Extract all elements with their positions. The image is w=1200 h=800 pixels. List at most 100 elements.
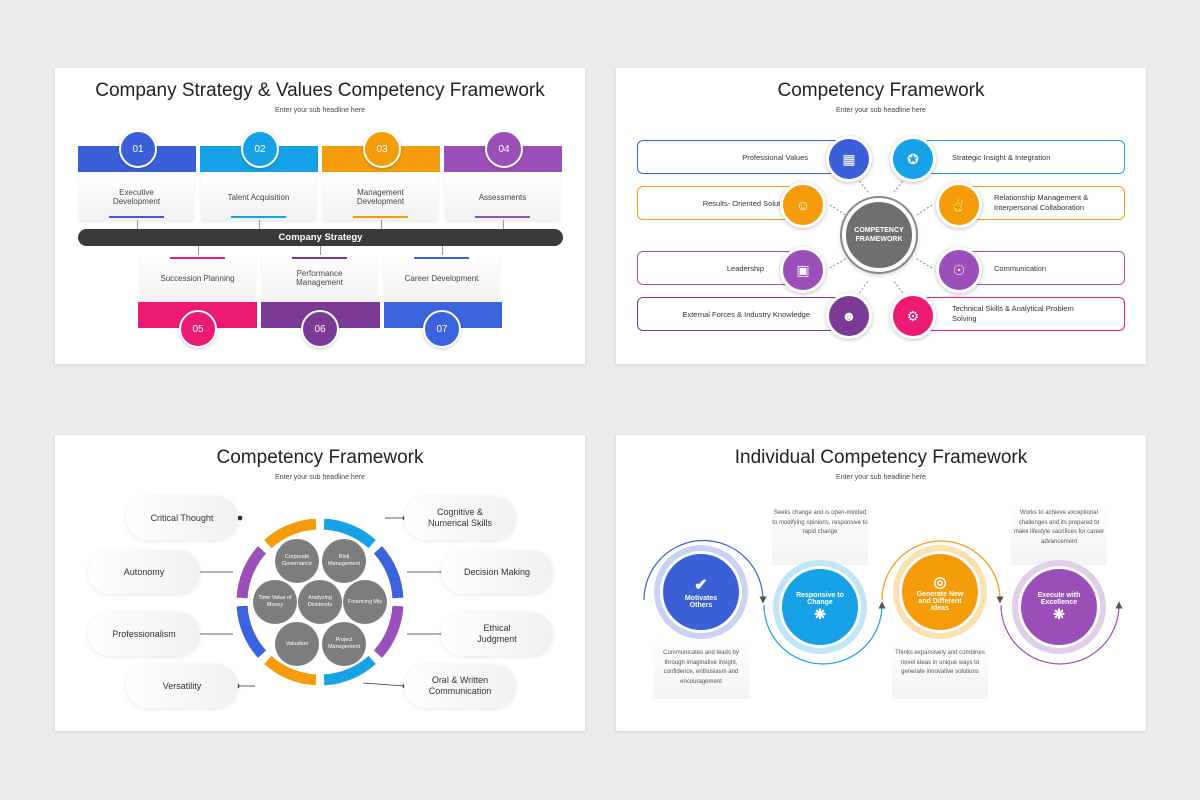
label-decision-making: Decision Making [441,550,553,594]
ring-and-connectors [194,515,446,689]
presentation-icon: ▣ [780,247,826,293]
label-professionalism: Professionalism [88,612,200,656]
slide-subtitle: Enter your sub headline here [275,107,365,114]
step-generate: ◎ Generate New and Different Ideas [899,551,981,633]
card-label: Performance Management [296,269,343,287]
card-talent-acquisition: Talent Acquisition [201,174,316,220]
item-label: Ethical Judgment [477,622,517,644]
fingerprint-icon: ✔ [694,577,708,594]
chart-icon: ▦ [826,136,872,182]
pill-external-forces: External Forces & Industry Knowledge [637,297,847,331]
step-label: Motivates Others [684,595,718,609]
step-responsive: Responsive to Change ❋ [779,566,861,648]
step-label: Responsive to Change [796,591,844,606]
step-label: Execute with Excellence [1037,591,1081,606]
circle-corporate-governance: Corporate Governance [275,539,319,583]
step-execute: Execute with Excellence ❋ [1018,566,1100,648]
slide-competency-framework-hub[interactable]: Competency Framework Enter your sub head… [616,68,1146,364]
desc-motivates: Communicates and leads by through imagin… [653,639,749,699]
ring-segment [323,518,376,549]
item-label: Versatility [162,681,202,691]
slide-title: Individual Competency Framework [734,447,1028,468]
item-label: Professionalism [112,629,176,639]
connector-lines [829,177,933,297]
step-number-05: 05 [179,310,217,348]
slide-subtitle: Enter your sub headline here [836,474,926,481]
card-label: Career Development [404,273,479,283]
slide-subtitle: Enter your sub headline here [836,107,926,114]
circle-analyzing-dividends: Analyzing Dividends [298,580,342,624]
target-icon: ◎ [933,573,947,591]
pill-label: Results- Oriented Solutions [702,198,794,208]
slide-title: Competency Framework [216,447,424,468]
card-label: Talent Acquisition [227,192,290,202]
step-halo-responsive: Responsive to Change ❋ [773,560,867,654]
team-icon: ☺ [780,182,826,228]
step-label: Generate New and Different Ideas [916,590,964,612]
card-performance-management: Performance Management [262,255,377,301]
card-executive-development: Executive Development [79,174,194,220]
item-label: Critical Thought [150,513,214,523]
company-strategy-bar: Company Strategy [78,229,563,246]
label-autonomy: Autonomy [88,550,200,594]
ring-segment [264,655,317,686]
step-halo-motivates: ✔ Motivates Others [654,545,748,639]
card-assessments: Assessments [445,174,560,220]
item-label: Oral & Written Communication [428,674,492,696]
card-management-development: Management Development [323,174,438,220]
ring-segment [373,605,404,658]
step-motivates: ✔ Motivates Others [660,551,742,633]
card-label: Succession Planning [160,273,235,283]
label-versatility: Versatility [126,664,238,708]
label-oral-written: Oral & Written Communication [404,664,516,708]
card-label: Executive Development [112,188,161,206]
step-number-01: 01 [119,130,157,168]
label-critical-thought: Critical Thought [126,496,238,540]
step-number-07: 07 [423,310,461,348]
label-cognitive-skills: Cognitive & Numerical Skills [404,496,516,540]
slide-individual-competency[interactable]: Individual Competency Framework Enter yo… [616,435,1146,731]
step-halo-generate: ◎ Generate New and Different Ideas [893,545,987,639]
step-number-02: 02 [241,130,279,168]
pill-label: Professional Values [742,152,808,162]
circle-project-management: Project Management [322,622,366,666]
card-career-development: Career Development [384,255,499,301]
circle-risk-management: Risk Management [322,539,366,583]
handshake-icon: ✌ [936,182,982,228]
label-ethical-judgment: Ethical Judgment [441,612,553,656]
card-label: Assessments [478,192,527,202]
step-number-04: 04 [485,130,523,168]
step-number-06: 06 [301,310,339,348]
puzzle-icon: ❋ [1053,605,1065,622]
desc-execute: Works to achieve exceptional challenges … [1011,505,1107,565]
card-label: Management Development [356,188,405,206]
pill-label: Strategic Insight & Integration [952,152,1051,162]
ring-segment [373,546,404,599]
pill-professional-values: Professional Values [637,140,847,174]
ring-segment [323,655,376,686]
pill-label: Technical Skills & Analytical Problem So… [952,304,1074,323]
slide-competency-framework-ring[interactable]: Competency Framework Enter your sub head… [55,435,585,731]
ring-segment [264,518,317,549]
slide-title: Company Strategy & Values Competency Fra… [95,80,545,101]
step-halo-execute: Execute with Excellence ❋ [1012,560,1106,654]
card-succession-planning: Succession Planning [140,255,255,301]
pill-technical-skills: Technical Skills & Analytical Problem So… [915,297,1125,331]
people-icon: ☻ [826,293,872,339]
item-label: Decision Making [463,567,531,577]
pill-label: Communication [994,263,1047,273]
puzzle-icon: ❋ [814,605,826,622]
pill-label: Relationship Management & Interpersonal … [994,193,1089,212]
item-label: Autonomy [123,567,165,577]
slide-company-strategy[interactable]: Company Strategy & Values Competency Fra… [55,68,585,364]
step-number-03: 03 [363,130,401,168]
flow-arcs [643,539,1123,665]
solving-icon: ⚙ [890,293,936,339]
pill-strategic-insight: Strategic Insight & Integration [915,140,1125,174]
network-icon: ☉ [936,247,982,293]
desc-generate: Thinks expansively and combines novel id… [892,639,988,699]
slide-title: Competency Framework [777,80,985,101]
slide-subtitle: Enter your sub headline here [275,474,365,481]
circle-financing-mix: Financing Mix [343,580,387,624]
pill-label: External Forces & Industry Knowledge [682,309,810,319]
